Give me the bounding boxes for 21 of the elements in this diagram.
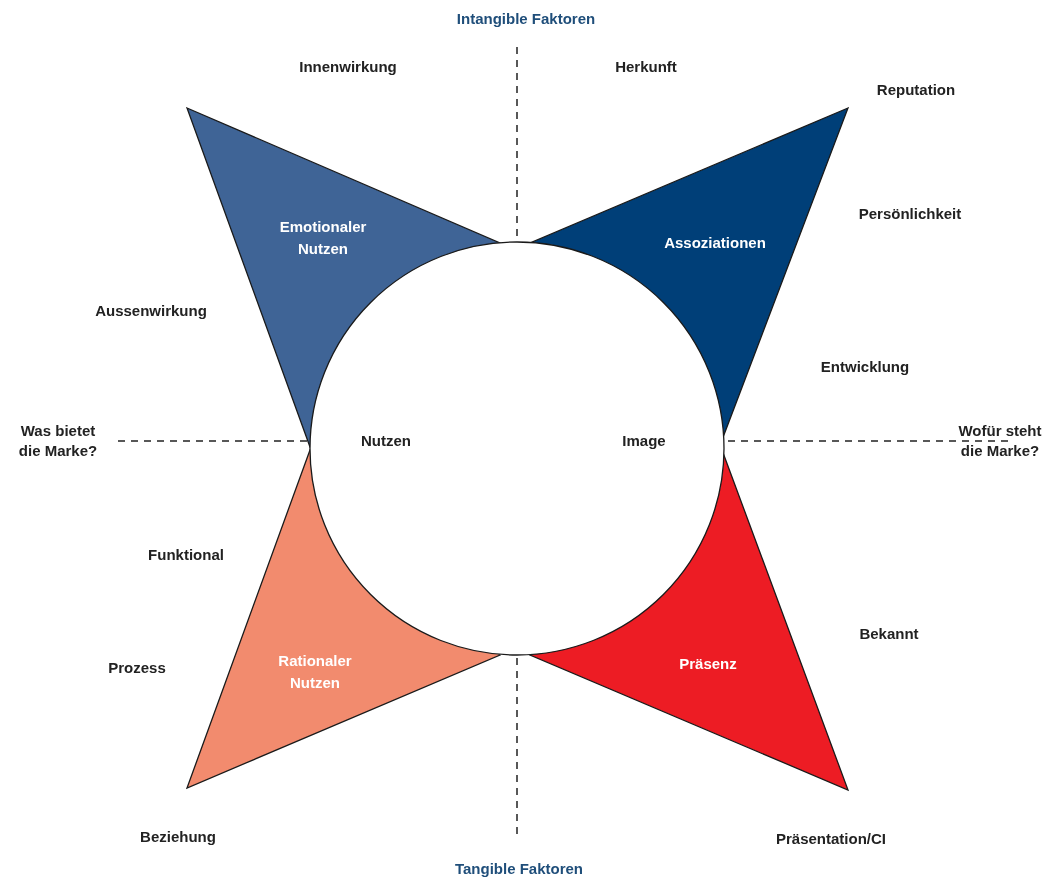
factor-label: Persönlichkeit	[858, 204, 962, 225]
axis-heading: Tangible Faktoren	[454, 859, 584, 879]
shape-label: Emotionaler Nutzen	[278, 217, 368, 259]
factor-label: Innenwirkung	[299, 57, 397, 78]
factor-label: Präsentation/CI	[776, 829, 886, 850]
factor-label: Aussenwirkung	[95, 301, 207, 322]
shape-label: Image	[621, 431, 667, 452]
factor-label: Herkunft	[615, 57, 677, 78]
shape-label: Rationaler Nutzen	[277, 651, 353, 693]
factor-label: Entwicklung	[820, 357, 910, 378]
factor-label: Wofür steht die Marke?	[957, 420, 1043, 460]
axis-heading: Intangible Faktoren	[456, 9, 596, 30]
factor-label: Prozess	[108, 658, 166, 679]
factor-label: Reputation	[876, 80, 956, 101]
factor-label: Was bietet die Marke?	[17, 420, 99, 460]
factor-label: Beziehung	[140, 827, 216, 848]
shape-label: Nutzen	[360, 431, 412, 452]
factor-label: Funktional	[148, 545, 224, 566]
shape-label: Assoziationen	[663, 233, 767, 254]
shape-label: Präsenz	[678, 654, 738, 675]
factor-label: Bekannt	[859, 624, 919, 645]
